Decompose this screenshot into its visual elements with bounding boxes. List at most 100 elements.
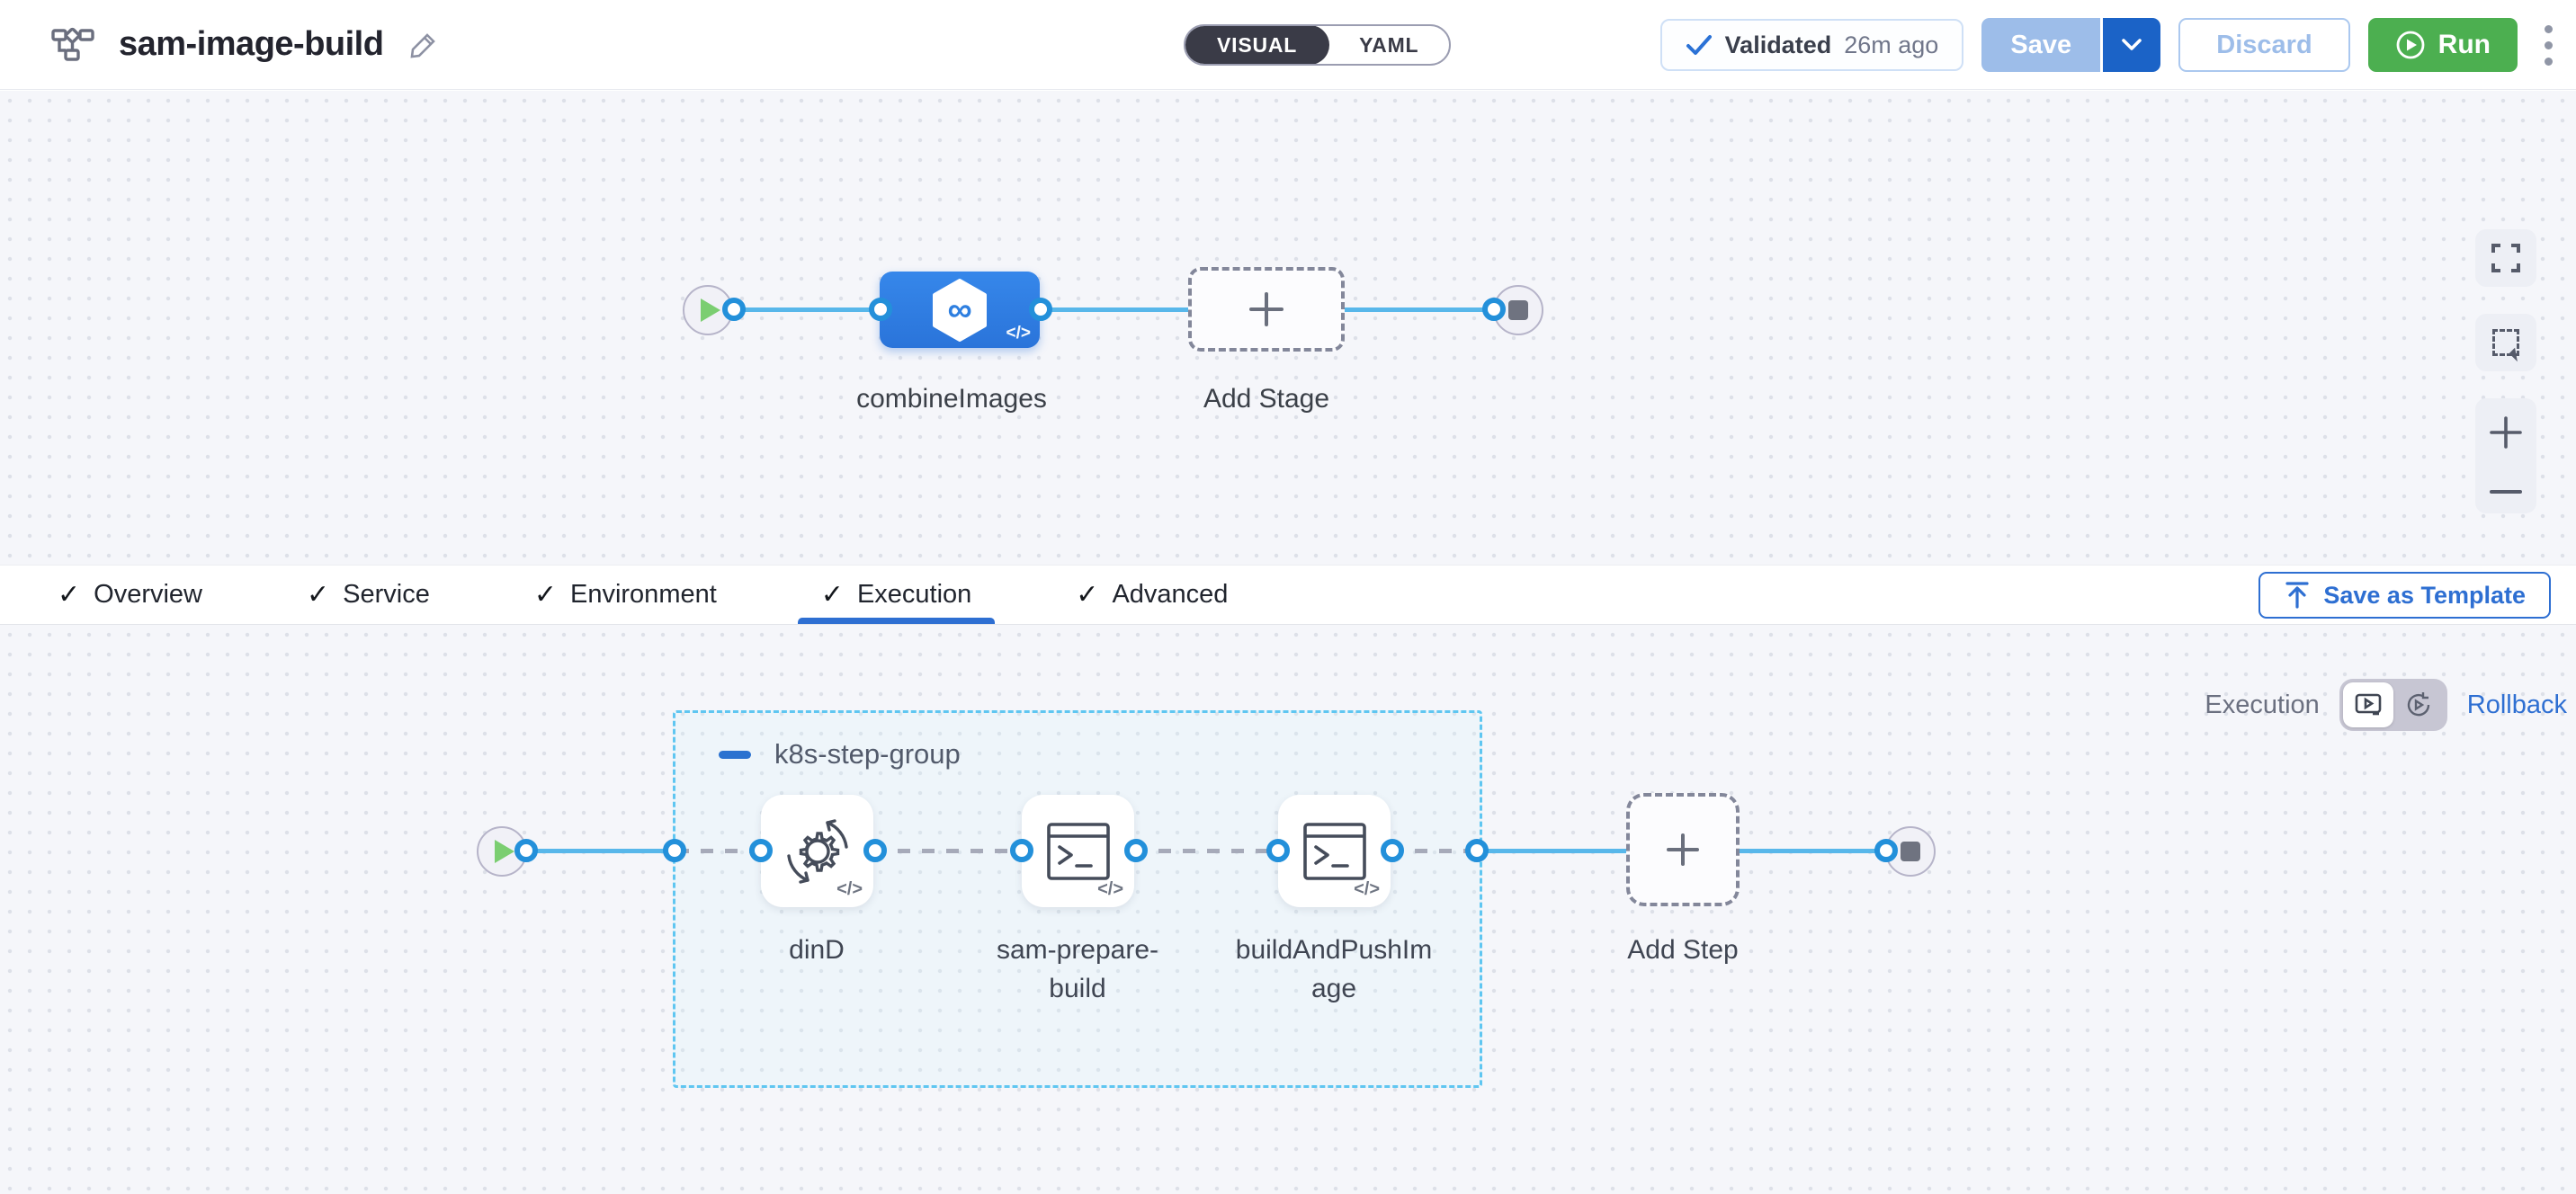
connector-dot[interactable] <box>1266 839 1290 862</box>
build-stage-icon: ∞ <box>931 278 988 342</box>
stage-canvas[interactable]: ∞ </> combineImages Add Stage <box>0 91 2576 565</box>
header: sam-image-build VISUAL YAML Validated 26… <box>0 0 2576 90</box>
connector-dot[interactable] <box>863 839 887 862</box>
connector-dot[interactable] <box>1381 839 1404 862</box>
tab-check-icon: ✓ <box>58 580 81 610</box>
save-as-template-button[interactable]: Save as Template <box>2258 572 2551 619</box>
chevron-down-icon <box>2122 39 2142 50</box>
more-options-button[interactable] <box>2536 20 2562 71</box>
toggle-yaml[interactable]: YAML <box>1359 32 1419 57</box>
gear-sync-icon <box>776 810 859 893</box>
code-badge-icon: </> <box>836 879 863 899</box>
add-stage-button[interactable] <box>1188 267 1345 352</box>
tab-check-icon: ✓ <box>533 580 557 610</box>
connector-dot[interactable] <box>1029 298 1052 321</box>
connector-dot[interactable] <box>749 839 773 862</box>
execution-canvas[interactable]: Execution Rollback k8s-step-group <box>0 625 2576 1194</box>
step-node-buildandpushimage[interactable]: </> <box>1278 795 1391 907</box>
rollback-link[interactable]: Rollback <box>2466 690 2567 719</box>
rollback-mode-button[interactable] <box>2393 682 2444 727</box>
connector-dot[interactable] <box>869 298 892 321</box>
rollback-icon <box>2407 692 2429 717</box>
stage-tabs: ✓Overview ✓Service ✓Environment ✓Executi… <box>0 565 2576 625</box>
connector-dot[interactable] <box>1874 839 1898 862</box>
code-badge-icon: </> <box>1097 879 1123 899</box>
collapse-group-icon[interactable] <box>719 750 751 759</box>
stage-edge <box>711 307 1502 312</box>
connector-dot[interactable] <box>1465 839 1489 862</box>
fullscreen-icon <box>2491 244 2520 272</box>
zoom-in-icon[interactable] <box>2488 414 2524 450</box>
discard-button[interactable]: Discard <box>2178 18 2350 72</box>
stop-icon <box>1901 842 1920 861</box>
tab-execution[interactable]: ✓Execution <box>797 566 996 624</box>
zoom-controls <box>2475 398 2536 513</box>
step-name-label: sam-prepare-build <box>996 935 1159 1003</box>
stop-icon <box>1508 300 1528 320</box>
execution-rollback-toggle[interactable] <box>2339 679 2447 731</box>
page-title: sam-image-build <box>119 25 384 63</box>
tab-service[interactable]: ✓Service <box>307 580 430 610</box>
connector-dot[interactable] <box>1124 839 1148 862</box>
play-icon <box>701 298 720 322</box>
step-name-label: buildAndPushImage <box>1235 935 1433 1003</box>
step-group-header: k8s-step-group <box>719 738 961 771</box>
run-button[interactable]: Run <box>2367 18 2518 72</box>
tab-advanced[interactable]: ✓Advanced <box>1076 580 1229 610</box>
stage-name-label: combineImages <box>856 384 1047 414</box>
code-badge-icon: </> <box>1006 324 1031 343</box>
terminal-icon <box>1302 822 1366 880</box>
pipeline-end-node[interactable] <box>1493 285 1543 335</box>
pipeline-icon <box>51 27 94 61</box>
tab-overview[interactable]: ✓Overview <box>58 580 202 610</box>
terminal-icon <box>1046 822 1110 880</box>
upload-icon <box>2285 582 2309 609</box>
tab-check-icon: ✓ <box>820 580 844 610</box>
edge <box>502 849 678 853</box>
edge-dashed <box>873 849 1024 853</box>
edit-pencil-icon[interactable] <box>408 30 439 60</box>
validated-time: 26m ago <box>1844 31 1939 58</box>
header-actions: Validated 26m ago Save Discard Run <box>1659 0 2562 90</box>
mode-execution-label: Execution <box>2205 690 2320 719</box>
fullscreen-button[interactable] <box>2475 229 2536 287</box>
step-name-label: dinD <box>789 935 845 965</box>
execution-mode-button[interactable] <box>2342 682 2393 727</box>
play-circle-icon <box>2396 31 2425 59</box>
save-caret-button[interactable] <box>2103 18 2161 72</box>
add-stage-label: Add Stage <box>1203 384 1330 414</box>
add-step-label: Add Step <box>1627 935 1739 965</box>
zoom-out-icon[interactable] <box>2488 486 2524 497</box>
step-node-sam-prepare-build[interactable]: </> <box>1022 795 1134 907</box>
step-node-dind[interactable]: </> <box>761 795 873 907</box>
edge-dashed <box>676 849 763 853</box>
marquee-select-icon <box>2492 329 2524 362</box>
tab-environment[interactable]: ✓Environment <box>533 580 717 610</box>
visual-yaml-toggle: VISUAL YAML <box>1184 24 1452 66</box>
save-divider <box>2100 18 2104 72</box>
stage-node-combineimages[interactable]: ∞ </> <box>880 272 1040 348</box>
edge-dashed <box>1134 849 1280 853</box>
connector-dot[interactable] <box>514 839 538 862</box>
tab-check-icon: ✓ <box>1076 580 1099 610</box>
step-group-name: k8s-step-group <box>774 738 961 770</box>
check-icon <box>1686 35 1712 55</box>
add-step-button[interactable] <box>1626 793 1740 906</box>
toggle-visual[interactable]: VISUAL <box>1185 26 1330 64</box>
tab-check-icon: ✓ <box>307 580 330 610</box>
play-icon <box>495 840 514 863</box>
execution-mode-row: Execution Rollback <box>2205 679 2567 731</box>
plus-icon <box>1249 292 1284 326</box>
validated-badge[interactable]: Validated 26m ago <box>1659 19 1964 71</box>
save-split-button: Save <box>1981 18 2161 72</box>
connector-dot[interactable] <box>722 298 746 321</box>
save-button[interactable]: Save <box>1981 18 2101 72</box>
connector-dot[interactable] <box>1482 298 1506 321</box>
select-area-button[interactable] <box>2475 314 2536 371</box>
plus-icon <box>1667 833 1699 866</box>
validated-label: Validated <box>1724 31 1832 58</box>
connector-dot[interactable] <box>1010 839 1033 862</box>
connector-dot[interactable] <box>663 839 686 862</box>
edge-dashed <box>1391 849 1479 853</box>
